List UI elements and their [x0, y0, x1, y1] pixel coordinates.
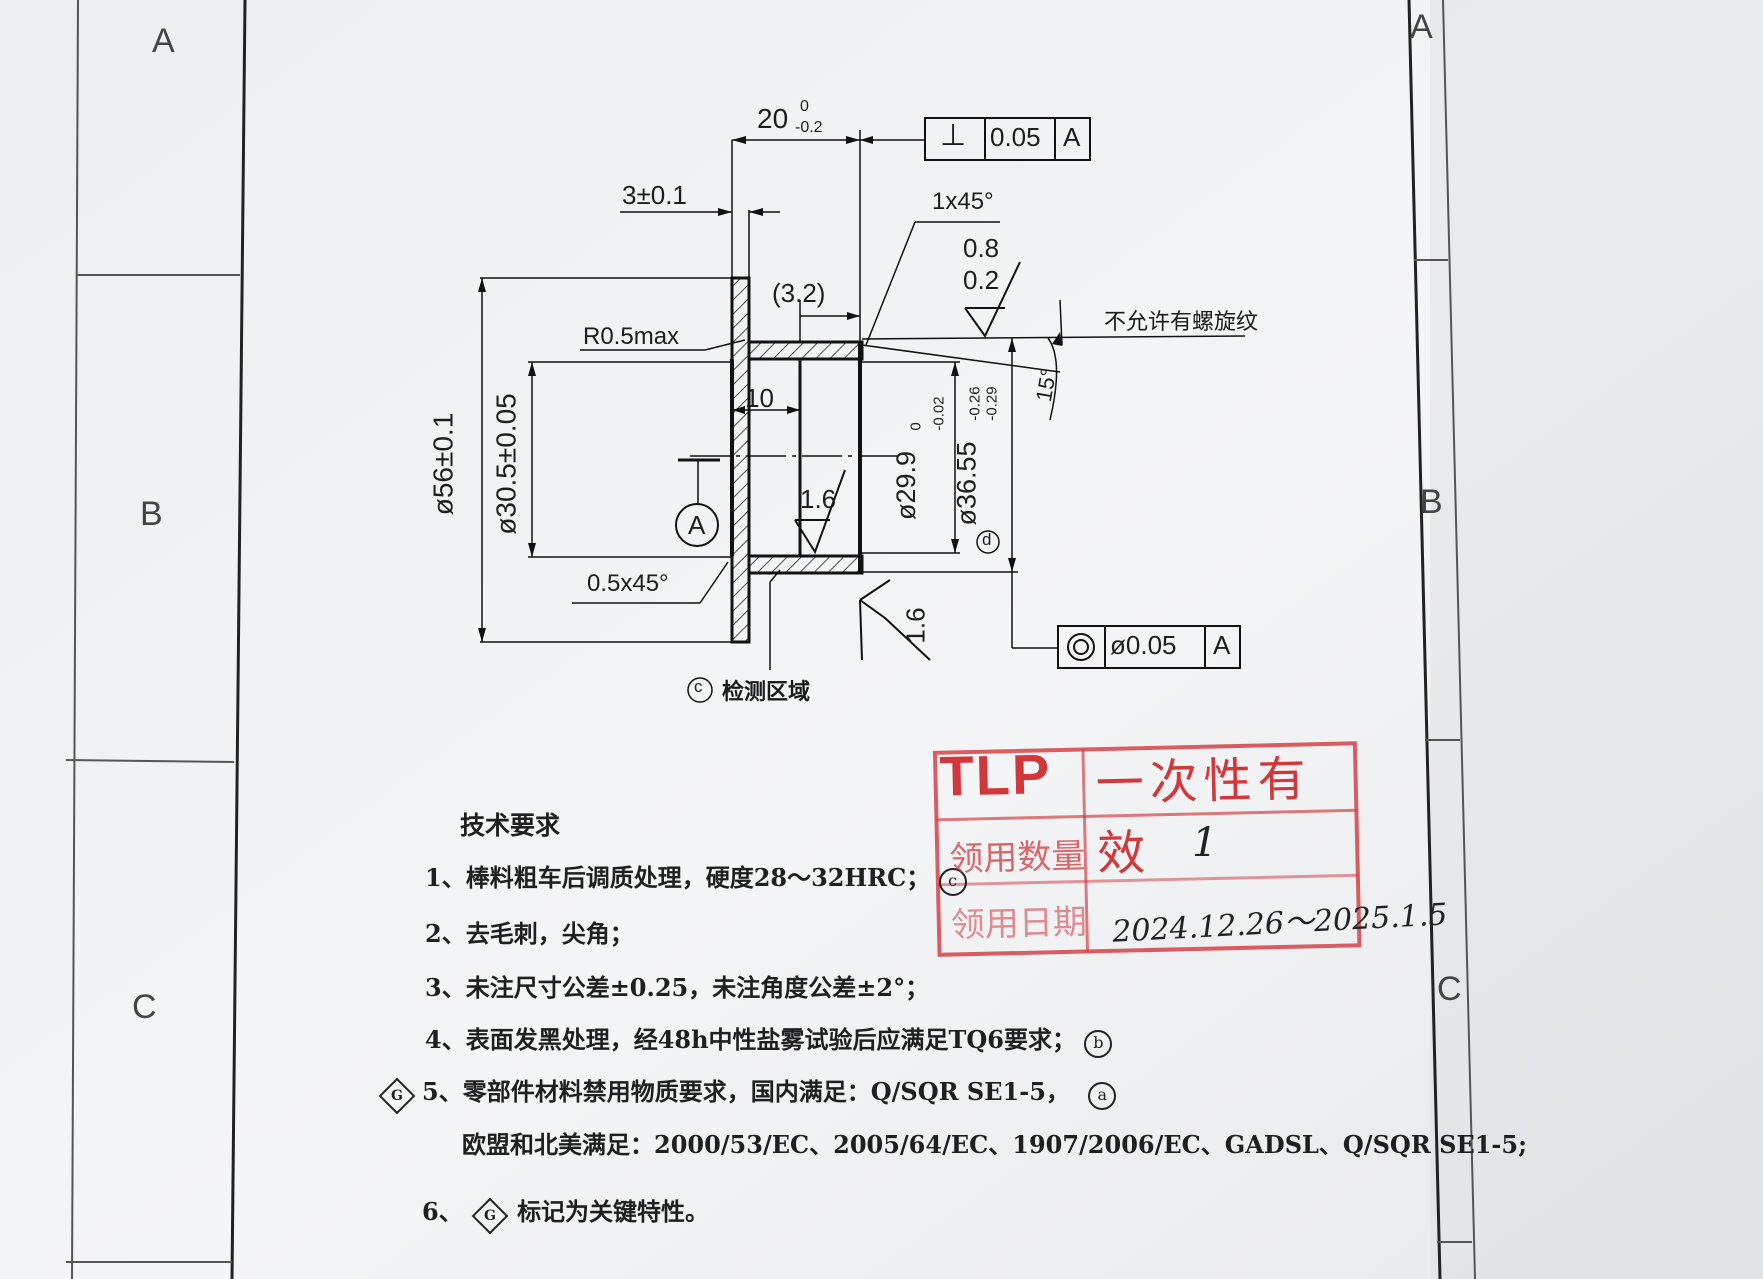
stamp-date-label: 领用日期	[950, 902, 1088, 946]
requirement-5-tag: a	[1088, 1082, 1117, 1110]
requirements-title: 技术要求	[460, 811, 561, 840]
requirement-3: 3、未注尺寸公差±0.25，未注角度公差±2°；	[425, 973, 930, 1002]
frame-border-left	[230, 0, 247, 1279]
dim-36-55: ø36.55	[951, 441, 982, 526]
perpendicularity-tolerance: 0.05	[990, 122, 1041, 152]
perpendicularity-datum: A	[1063, 122, 1081, 152]
roughness-top-lower: 0.2	[963, 265, 1000, 295]
roughness-inner: 1.6	[800, 484, 837, 514]
roughness-side: 1.6	[900, 607, 931, 644]
zone-strip-line	[71, 0, 79, 1279]
requirement-1-tag: c	[938, 868, 967, 896]
dim-length-tol-lower: -0.2	[795, 119, 823, 136]
key-characteristic-icon: G	[471, 1197, 509, 1235]
dim-inner-depth: 10	[745, 383, 774, 413]
requirement-4: 4、表面发黑处理，经48h中性盐雾试验后应满足TQ6要求； b	[425, 1020, 1113, 1058]
dim-length-tol-upper: 0	[800, 98, 809, 115]
inspection-mark: c	[694, 677, 703, 696]
requirement-5-continuation: 欧盟和北美满足：2000/53/EC、2005/64/EC、1907/2006/…	[462, 1130, 1527, 1159]
zone-label-left-b: B	[140, 495, 163, 533]
dim-bore-diameter: ø30.5±0.05	[490, 393, 522, 535]
stamp-tlp: TLP	[938, 742, 1052, 808]
stamp-validity: 一次性有效	[1095, 751, 1313, 883]
stamp-qty-label: 领用数量	[948, 836, 1086, 880]
perpendicularity-symbol: ⊥	[940, 119, 967, 152]
zone-label-left-c: C	[132, 988, 157, 1026]
dim-29-9-tol-upper: 0	[907, 422, 925, 431]
zone-label-left-a: A	[152, 22, 175, 60]
inspection-area-label: 检测区域	[722, 679, 811, 705]
dim-length: 20	[757, 103, 789, 134]
stamp-frame	[932, 741, 1362, 957]
stamp-qty-value: 1	[1192, 820, 1218, 866]
requirement-2: 2、去毛刺，尖角；	[425, 919, 634, 948]
dim-36-55-tol-lower: -0.29	[983, 386, 1001, 421]
requirement-1: 1、棒料粗车后调质处理，硬度28～32HRC； c	[425, 858, 967, 896]
key-characteristic-icon: G	[378, 1077, 416, 1115]
roughness-top-upper: 0.8	[963, 233, 1000, 263]
chamfer-bottom-note: 0.5x45°	[587, 570, 669, 597]
no-spiral-note: 不允许有螺旋纹	[1104, 310, 1259, 335]
dim-29-9-tol-lower: -0.02	[930, 396, 948, 431]
datum-label: A	[688, 510, 706, 540]
zone-label-right-b: B	[1420, 483, 1443, 521]
zone-label-right-a: A	[1410, 8, 1433, 46]
part-section-view	[478, 117, 1246, 703]
radius-note: R0.5max	[583, 323, 680, 350]
frame-border-right	[1407, 0, 1442, 1279]
dim-outer-diameter: ø56±0.1	[427, 412, 459, 516]
dim-36-55-mark: d	[982, 530, 992, 549]
requirement-4-tag: b	[1084, 1030, 1113, 1058]
dim-29-9: ø29.9	[891, 450, 922, 521]
concentricity-datum: A	[1213, 630, 1231, 660]
dim-flange-thickness: 3±0.1	[622, 180, 687, 210]
dim-36-55-tol-upper: -0.26	[966, 386, 984, 421]
ref-dim: (3.2)	[772, 278, 826, 308]
concentricity-tolerance: ø0.05	[1110, 630, 1177, 660]
chamfer-top-note: 1x45°	[932, 188, 994, 215]
zone-label-right-c: C	[1437, 970, 1462, 1008]
